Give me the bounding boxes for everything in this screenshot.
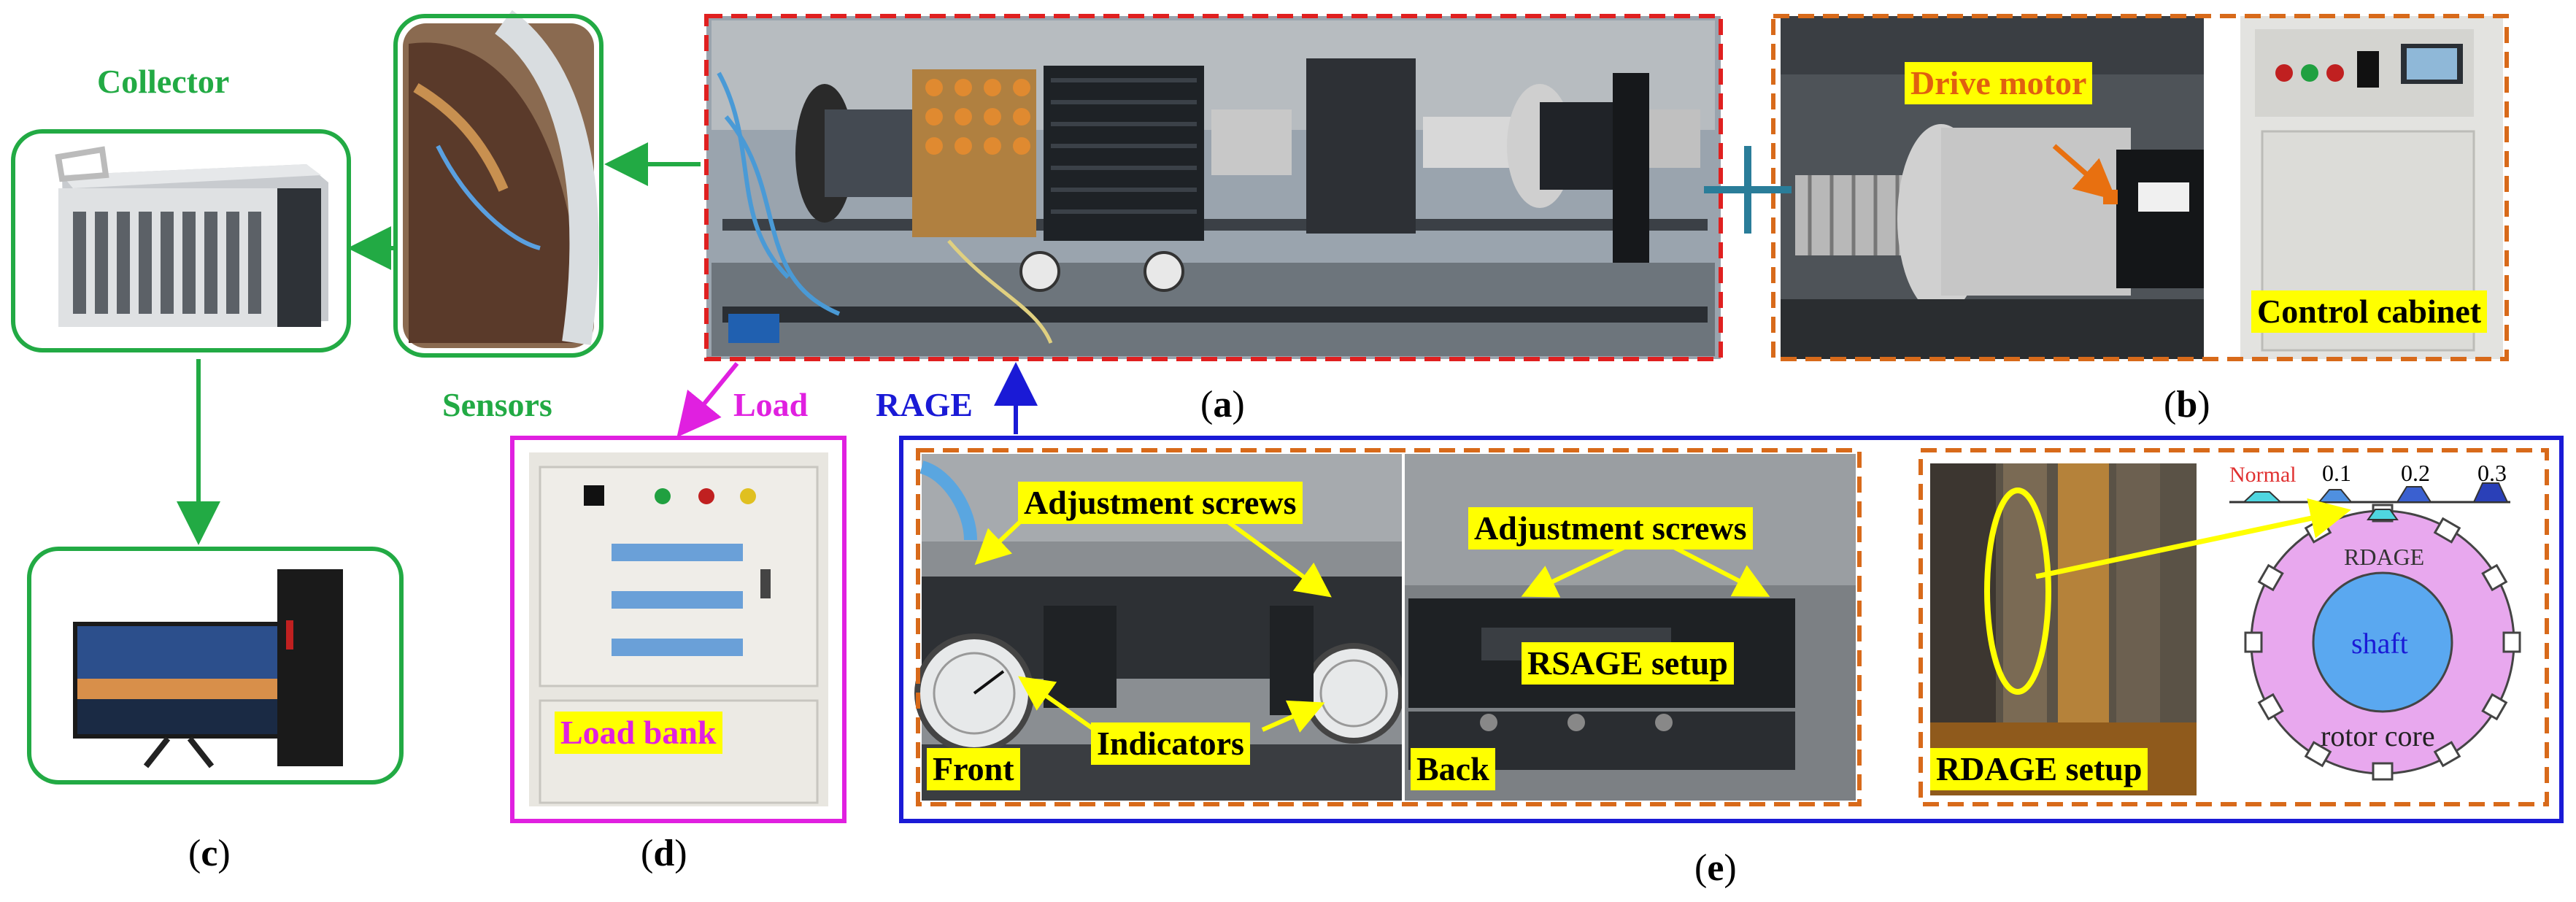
rdage-dashed-frame xyxy=(1918,448,2549,806)
drive-motor-pointer-arrow xyxy=(2052,144,2117,201)
indicators-label: Indicators xyxy=(1091,722,1250,765)
shaft-label: shaft xyxy=(2351,627,2408,660)
back-screw-arrow-left xyxy=(1521,544,1629,598)
rdage-highlight-ellipse xyxy=(1984,487,2051,695)
rotor-rdage-label: RDAGE xyxy=(2344,544,2425,570)
collector-photo xyxy=(55,146,328,327)
rdage-pointer-arrow xyxy=(2035,498,2351,579)
sensors-frame xyxy=(393,14,603,358)
indicator-arrow-left xyxy=(1018,676,1096,732)
rotor-schematic xyxy=(2229,482,2521,781)
rotor-top-marker xyxy=(2367,509,2399,520)
drive-motor-marker xyxy=(2103,190,2118,204)
plus-icon xyxy=(1704,146,1792,234)
scale-0-2-label: 0.2 xyxy=(2401,460,2430,486)
shaft-disc xyxy=(2312,571,2453,713)
rsage-setup-label: RSAGE setup xyxy=(1522,642,1734,685)
computer-photo xyxy=(73,569,343,768)
rdage-photo xyxy=(1930,463,2197,795)
scale-marker-0-3 xyxy=(2472,482,2509,503)
front-label: Front xyxy=(927,748,1020,790)
caption-b: (b) xyxy=(2164,384,2210,425)
load-label: Load xyxy=(733,386,809,423)
scale-normal-label: Normal xyxy=(2229,463,2297,487)
front-screw-arrow-right xyxy=(1225,518,1332,598)
indicator-arrow-right xyxy=(1261,700,1325,733)
sensors-photo xyxy=(396,9,601,355)
caption-a: (a) xyxy=(1200,384,1245,425)
back-label: Back xyxy=(1411,748,1495,790)
collector-label: Collector xyxy=(97,63,230,100)
adjustment-screws-front-label: Adjustment screws xyxy=(1018,482,1303,524)
panel-e-frame xyxy=(899,436,2564,823)
load-arrow xyxy=(676,362,739,438)
sensors-label: Sensors xyxy=(442,386,552,423)
scale-marker-normal xyxy=(2242,491,2283,503)
panel-b-dashed-frame xyxy=(1771,14,2509,361)
back-screw-arrow-right xyxy=(1670,544,1770,597)
adjustment-screws-back-label: Adjustment screws xyxy=(1468,507,1753,550)
rage-photos-dashed-frame xyxy=(916,448,1862,806)
rotor-core-label: rotor core xyxy=(2321,720,2435,752)
scale-marker-0-2 xyxy=(2396,486,2432,503)
scale-0-1-label: 0.1 xyxy=(2322,460,2351,486)
front-screw-arrow-left xyxy=(974,518,1024,566)
panel-a-dashed-frame xyxy=(704,14,1723,361)
caption-e: (e) xyxy=(1694,847,1737,889)
control-cabinet-label: Control cabinet xyxy=(2251,290,2488,333)
test-bench-photo xyxy=(706,16,1721,359)
caption-c: (c) xyxy=(188,833,231,874)
scale-marker-0-1 xyxy=(2317,489,2353,503)
scale-0-3-label: 0.3 xyxy=(2477,460,2507,486)
caption-d: (d) xyxy=(641,833,687,874)
drive-motor-label: Drive motor xyxy=(1905,62,2093,104)
rdage-setup-label: RDAGE setup xyxy=(1930,748,2148,790)
rage-label: RAGE xyxy=(876,386,973,423)
load-bank-label: Load bank xyxy=(555,712,722,754)
